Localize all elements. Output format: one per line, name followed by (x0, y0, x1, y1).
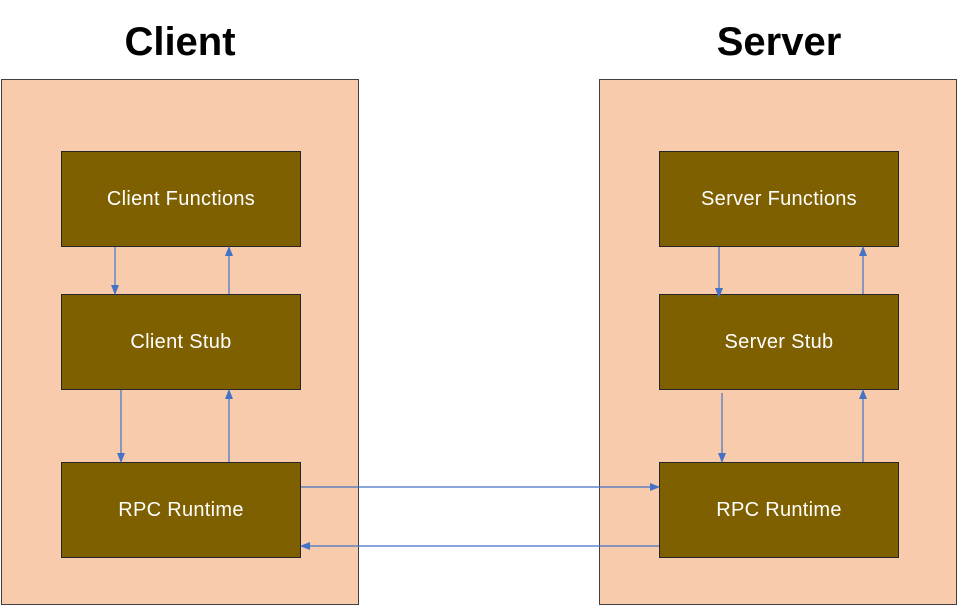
client-title: Client (124, 20, 236, 64)
client-stub-box: Client Stub (61, 294, 301, 390)
server-rpc-runtime-label: RPC Runtime (716, 498, 842, 521)
client-stub-label: Client Stub (130, 330, 232, 353)
server-stub-label: Server Stub (724, 330, 834, 353)
server-title: Server (716, 20, 842, 64)
client-functions-label: Client Functions (106, 187, 256, 210)
server-functions-label: Server Functions (701, 187, 857, 210)
server-stub-box: Server Stub (659, 294, 899, 390)
client-functions-box: Client Functions (61, 151, 301, 247)
client-rpc-runtime-label: RPC Runtime (118, 498, 244, 521)
server-rpc-runtime-box: RPC Runtime (659, 462, 899, 558)
client-rpc-runtime-box: RPC Runtime (61, 462, 301, 558)
server-functions-box: Server Functions (659, 151, 899, 247)
